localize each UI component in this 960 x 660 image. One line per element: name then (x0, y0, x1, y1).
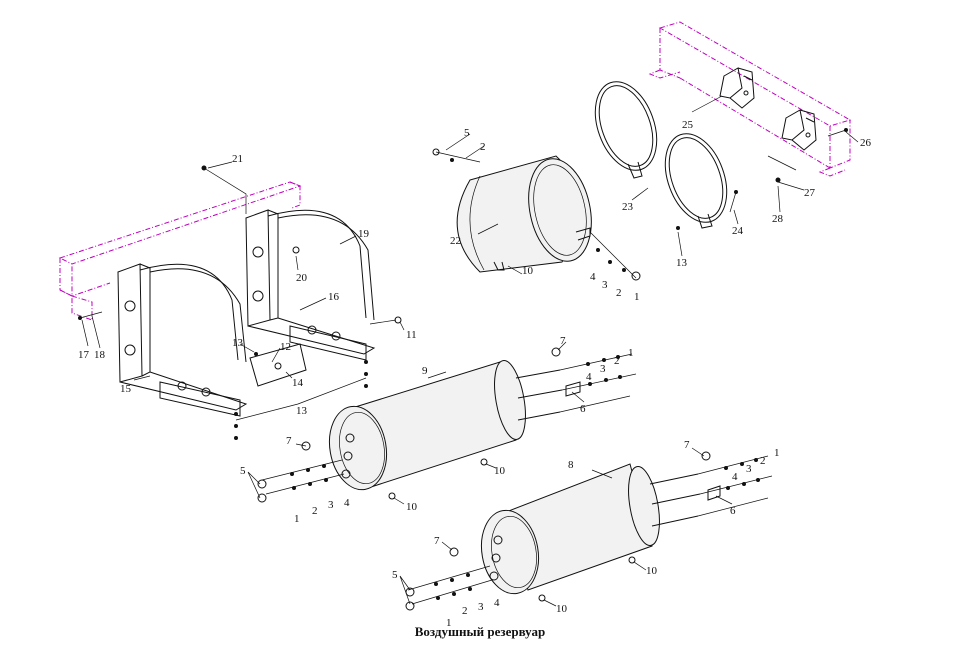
callout-3: 3 (746, 463, 752, 475)
callout-10: 10 (522, 265, 534, 277)
callout-1: 1 (446, 617, 452, 629)
callout-2: 2 (462, 605, 468, 617)
bracket-lower (781, 109, 817, 151)
callout-18: 18 (94, 349, 106, 361)
fastener-row-tank8-right (697, 451, 773, 517)
callout-4: 4 (732, 471, 738, 483)
callout-13: 13 (676, 257, 688, 269)
callout-1: 1 (634, 291, 640, 303)
bracket-assembly-rear (245, 209, 376, 361)
frame-rail-right (648, 21, 852, 177)
callout-5: 5 (392, 569, 398, 581)
callout-4: 4 (494, 597, 500, 609)
callout-11: 11 (406, 329, 417, 341)
callout-10: 10 (646, 565, 658, 577)
callout-5: 5 (464, 127, 470, 139)
callout-2: 2 (480, 141, 486, 153)
callout-3: 3 (602, 279, 608, 291)
callout-19: 19 (358, 228, 370, 240)
callout-17: 17 (78, 349, 90, 361)
fastener-row-tank9-right (551, 347, 637, 413)
callout-1: 1 (774, 447, 780, 459)
callout-2: 2 (614, 355, 620, 367)
callout-26: 26 (860, 137, 872, 149)
callout-10: 10 (406, 501, 418, 513)
callout-15: 15 (120, 383, 132, 395)
callout-7: 7 (434, 535, 440, 547)
callout-7: 7 (286, 435, 292, 447)
callout-3: 3 (478, 601, 484, 613)
spacer-plate (249, 343, 307, 387)
callout-2: 2 (760, 455, 766, 467)
air-tank-9 (328, 360, 563, 491)
callout-21: 21 (232, 153, 243, 165)
callout-22: 22 (450, 235, 461, 247)
callout-10: 10 (494, 465, 506, 477)
callout-2: 2 (312, 505, 318, 517)
callout-7: 7 (684, 439, 690, 451)
callout-12: 12 (280, 341, 291, 353)
callout-16: 16 (328, 291, 340, 303)
callout-14: 14 (292, 377, 304, 389)
callout-3: 3 (600, 363, 606, 375)
frame-rail-left (58, 181, 302, 321)
callout-8: 8 (568, 459, 574, 471)
callout-28: 28 (772, 213, 784, 225)
callout-1: 1 (628, 347, 634, 359)
callout-3: 3 (328, 499, 334, 511)
callout-13: 13 (296, 405, 308, 417)
bracket-assembly-front (117, 263, 248, 417)
mount-bolts (78, 128, 848, 602)
callout-20: 20 (296, 272, 308, 284)
callout-7: 7 (560, 335, 566, 347)
fastener-row-tank9-left (257, 441, 345, 503)
callout-24: 24 (732, 225, 744, 237)
callout-4: 4 (586, 371, 592, 383)
callout-27: 27 (804, 187, 816, 199)
callout-13: 13 (232, 337, 244, 349)
callout-4: 4 (590, 271, 596, 283)
diagram-caption: Воздушный резервуар (414, 624, 546, 639)
clamp-band-front (664, 133, 728, 229)
callout-5: 5 (240, 465, 246, 477)
fastener-row-tank8-left (405, 547, 493, 611)
bracket-upper (719, 67, 755, 109)
air-tank-small (456, 155, 592, 273)
callout-1: 1 (294, 513, 300, 525)
callout-6: 6 (730, 505, 736, 517)
callout-4: 4 (344, 497, 350, 509)
callout-25: 25 (682, 119, 694, 131)
callout-9: 9 (422, 365, 428, 377)
callout-10: 10 (556, 603, 568, 615)
callout-23: 23 (622, 201, 634, 213)
callout-2: 2 (616, 287, 622, 299)
fastener-row-small-tank (432, 148, 641, 281)
air-tank-8 (480, 463, 701, 595)
clamp-band-rear (594, 81, 658, 179)
callout-leaders (81, 95, 859, 607)
callout-6: 6 (580, 403, 586, 415)
callout-labels: 21 19 20 16 11 13 12 14 15 13 17 18 5 2 … (78, 119, 872, 629)
